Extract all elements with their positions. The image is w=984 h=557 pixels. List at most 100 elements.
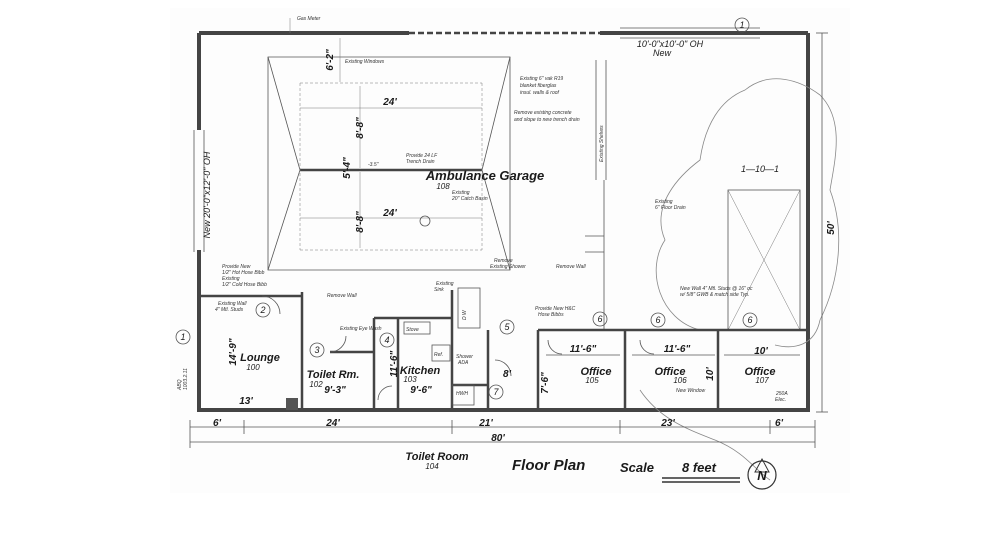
dim-hand-sketch: 1—10—1 <box>741 164 779 174</box>
dim-office105-width: 11'-6" <box>570 344 597 355</box>
note-shower-2: ADA <box>457 360 469 366</box>
callout-5: 5 <box>504 322 510 332</box>
note-stove: Stove <box>406 327 419 333</box>
toilet-room-number: 104 <box>425 462 439 471</box>
callout-6-a: 6 <box>597 314 602 324</box>
note-dw: D W <box>462 309 468 320</box>
toilet-rm-name: Toilet Rm. <box>307 369 360 381</box>
dim-slab-8-8-top: 8'-8" <box>355 117 366 139</box>
callout-6-c: 6 <box>747 315 752 325</box>
top-door-new: New <box>653 48 672 58</box>
dim-lounge-height: 14'-9" <box>228 338 239 365</box>
office-105-number: 105 <box>585 376 599 385</box>
dim-kitchen-width: 9'-6" <box>410 385 432 396</box>
lounge-name: Lounge <box>240 352 280 364</box>
scale-bar <box>662 477 740 483</box>
note-vinyl-3: insul. walls & roof <box>520 90 560 96</box>
note-shower-1: Shower <box>456 354 473 360</box>
note-vinyl-1: Existing 6" vak R19 <box>520 76 563 82</box>
left-door-label: New 20'-0"x12'-0" OH <box>202 151 212 238</box>
annotation-notes: Gas Meter Existing Windows Existing 6" v… <box>177 16 788 403</box>
north-arrow: N <box>747 457 777 490</box>
note-hwh: HWH <box>456 391 468 397</box>
note-hose-4: 1/2" Cold Hose Bibb <box>222 282 267 288</box>
note-remove-concrete-1: Remove existing concrete <box>514 110 572 116</box>
bottom-dimension-lines <box>189 32 828 448</box>
note-remove-shower-1: Remove <box>494 258 513 264</box>
office-107-name: Office <box>745 366 776 378</box>
note-sink-1: Existing <box>436 281 454 287</box>
note-existing-windows: Existing Windows <box>345 59 385 65</box>
dim-bottom-6-left: 6' <box>213 418 222 429</box>
note-elec-1: 250A <box>775 391 788 397</box>
callout-4: 4 <box>384 335 389 345</box>
note-remove-wall-2: Remove Wall <box>327 293 358 299</box>
lounge-number: 100 <box>246 363 260 372</box>
note-side-2: 1003.2.11 <box>183 368 189 390</box>
garage-number: 108 <box>436 182 450 191</box>
scale-value: 8 feet <box>682 460 717 475</box>
dim-bottom-23: 23' <box>660 418 675 429</box>
note-new-wall-1: New Wall 4" Mtl. Studs @ 16" oc <box>680 286 753 292</box>
note-new-hose-1: Provide New H&C <box>535 306 576 312</box>
dim-overall: 80' <box>491 433 505 444</box>
office-107-number: 107 <box>755 376 769 385</box>
note-ref: Ref. <box>434 352 443 358</box>
office-105-name: Office <box>581 366 612 378</box>
door-swings <box>261 295 655 401</box>
dim-office106-width: 11'-6" <box>664 344 691 355</box>
note-existing-shelves: Existing Shelves <box>599 125 605 162</box>
dim-toilet104-width: 8' <box>503 369 512 380</box>
callout-6-b: 6 <box>655 315 660 325</box>
kitchen-number: 103 <box>403 375 417 384</box>
note-new-hose-2: Hose Bibbs <box>538 312 564 318</box>
note-remove-wall-1: Remove Wall <box>556 264 587 270</box>
dim-slab-24-top: 24' <box>382 97 397 108</box>
corner-post <box>286 398 298 410</box>
note-existing-wall-1: Existing Wall <box>218 301 247 307</box>
note-remove-shower-2: Existing Shower <box>490 264 526 270</box>
note-vinyl-2: blanket fiberglas <box>520 83 557 89</box>
note-gas-meter: Gas Meter <box>297 16 321 22</box>
dim-toilet104-height: 7'-6" <box>540 372 551 394</box>
dim-bottom-6-right: 6' <box>775 418 784 429</box>
exterior-walls <box>197 31 810 412</box>
note-floor-drain-2: 6" Floor Drain <box>655 205 686 211</box>
callouts: 1 1 2 3 4 5 6 6 6 7 <box>175 17 758 400</box>
note-remove-concrete-2: and slope to new trench drain <box>514 117 580 123</box>
note-hose-3: Existing <box>222 276 240 282</box>
north-label: N <box>757 468 767 483</box>
garage-name: Ambulance Garage <box>425 168 545 183</box>
kitchen-name: Kitchen <box>400 365 441 377</box>
dim-slab-5-4: 5'-4" <box>342 157 353 179</box>
note-floor-drain-1: Existing <box>655 199 673 205</box>
callout-1-left: 1 <box>180 332 185 342</box>
callout-7: 7 <box>493 387 499 397</box>
callout-2: 2 <box>259 305 265 315</box>
dim-bottom-24: 24' <box>325 418 340 429</box>
dim-kitchen-height: 11'-6" <box>389 351 400 378</box>
scale-label: Scale <box>620 460 654 475</box>
left-overhead-door <box>193 130 205 252</box>
dim-right-height: 50' <box>826 221 837 235</box>
note-side-1: ABQ <box>177 379 183 391</box>
toilet-room-name: Toilet Room <box>405 451 468 463</box>
office-106-name: Office <box>655 366 686 378</box>
note-slope: -3.5" <box>368 162 379 168</box>
note-hose-2: 1/2" Hot Hose Bibb <box>222 270 265 276</box>
garage-slab <box>267 38 511 271</box>
top-door-label: 10'-0"x10'-0" OH <box>637 39 704 49</box>
note-sink-2: Sink <box>434 287 444 293</box>
office-106-number: 106 <box>673 376 687 385</box>
plan-title: Floor Plan <box>512 457 585 474</box>
note-new-wall-2: w/ 5/8" GWB & match side Typ. <box>680 292 749 298</box>
note-trench-1: Provide 24 LF <box>406 153 438 159</box>
note-new-window: New Window <box>676 388 706 394</box>
note-elec-2: Elec. <box>775 397 786 403</box>
dim-slab-8-8-bottom: 8'-8" <box>355 211 366 233</box>
garage-shelves <box>585 60 607 330</box>
interior-walls <box>199 287 808 410</box>
dim-top-slab: 6'-2" <box>325 49 336 71</box>
note-trench-2: Trench Drain <box>406 159 435 165</box>
dim-office107-width: 10' <box>754 346 768 357</box>
